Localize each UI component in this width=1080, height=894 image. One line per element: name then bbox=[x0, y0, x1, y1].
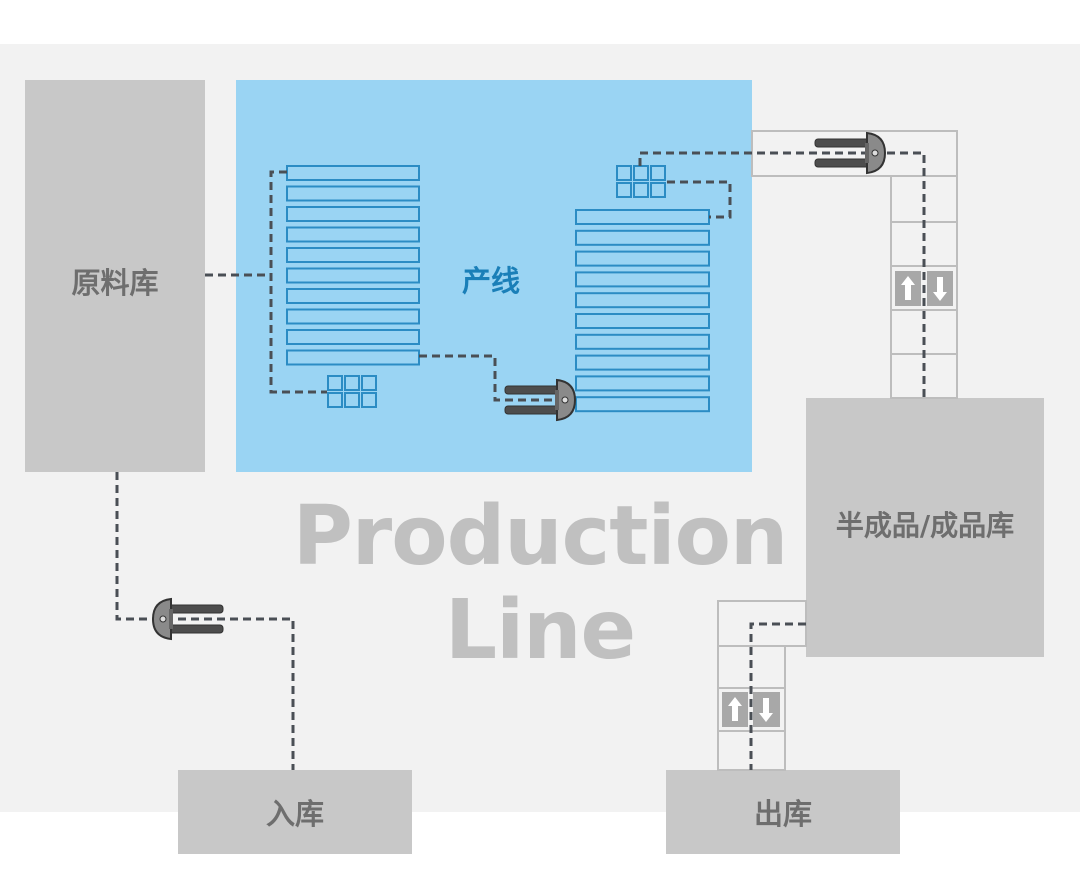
path-finished-to-outbound bbox=[749, 622, 806, 770]
production-line-title: Production Line bbox=[270, 490, 810, 678]
rack-shelf bbox=[286, 329, 420, 345]
title-line-2: Line bbox=[444, 583, 636, 678]
forklift-mast bbox=[865, 143, 869, 163]
production-line-area[interactable] bbox=[236, 80, 752, 472]
lift-top-right[interactable] bbox=[895, 271, 953, 306]
forklift-mast bbox=[169, 609, 173, 629]
inbound-dock[interactable]: 入库 bbox=[178, 770, 412, 854]
buffer-grid-left bbox=[327, 375, 377, 408]
fork-tine bbox=[168, 624, 224, 634]
forklift-hub bbox=[871, 149, 879, 157]
rack-shelf bbox=[286, 267, 420, 284]
rack-shelf bbox=[575, 209, 710, 225]
rack-shelf bbox=[575, 333, 710, 350]
path-raw-to-inbound bbox=[115, 472, 295, 770]
buffer-cell bbox=[633, 165, 649, 181]
agv-paths bbox=[115, 151, 926, 770]
buffer-cell bbox=[361, 392, 377, 408]
production-line-label: 产线 bbox=[462, 264, 521, 298]
lift-bottom[interactable] bbox=[722, 692, 780, 727]
rack-shelf bbox=[286, 349, 420, 366]
forklift-agv-icon[interactable] bbox=[504, 378, 577, 422]
buffer-cell bbox=[361, 375, 377, 391]
rack-shelf bbox=[575, 354, 710, 371]
rack-shelf bbox=[286, 247, 420, 263]
finished-goods-label: 半成品/成品库 bbox=[835, 509, 1015, 542]
rack-left bbox=[286, 165, 420, 366]
fork-tine bbox=[814, 158, 870, 168]
raw-material-label: 原料库 bbox=[71, 266, 159, 300]
rack-shelf bbox=[575, 313, 710, 329]
raw-material-warehouse[interactable]: 原料库 bbox=[25, 80, 205, 472]
forklift-mast bbox=[555, 390, 559, 410]
rack-shelf bbox=[286, 185, 420, 202]
title-line-1: Production bbox=[292, 489, 789, 584]
arrow-up-icon bbox=[901, 276, 915, 300]
buffer-cell bbox=[344, 375, 360, 391]
outbound-dock[interactable]: 出库 bbox=[666, 770, 900, 854]
forklift-hub bbox=[159, 615, 167, 623]
rack-shelf bbox=[286, 288, 420, 304]
inbound-label: 入库 bbox=[265, 797, 324, 831]
buffer-cell bbox=[327, 375, 343, 391]
path-grid-to-right-rack bbox=[667, 180, 732, 219]
buffer-cell bbox=[650, 165, 666, 181]
arrow-up-icon bbox=[728, 697, 742, 721]
rack-shelf bbox=[286, 165, 420, 181]
rack-shelf bbox=[575, 292, 710, 309]
rack-shelf bbox=[575, 250, 710, 267]
buffer-grid-right bbox=[616, 165, 666, 198]
forklift-agv-icon[interactable] bbox=[814, 131, 887, 175]
forklift-hub bbox=[561, 396, 569, 404]
rack-shelf bbox=[575, 375, 710, 392]
buffer-cell bbox=[327, 392, 343, 408]
rack-shelf bbox=[575, 396, 710, 413]
fork-tine bbox=[504, 405, 560, 415]
rack-shelf bbox=[575, 271, 710, 288]
finished-goods-warehouse[interactable]: 半成品/成品库 bbox=[806, 398, 1044, 657]
fork-tine bbox=[504, 385, 560, 395]
rack-shelf bbox=[286, 308, 420, 325]
rack-right bbox=[575, 209, 710, 413]
buffer-cell bbox=[650, 182, 666, 198]
buffer-cell bbox=[633, 182, 649, 198]
outbound-label: 出库 bbox=[753, 797, 812, 831]
path-grid-to-conveyor bbox=[638, 151, 926, 398]
rack-shelf bbox=[286, 226, 420, 243]
buffer-cell bbox=[616, 182, 632, 198]
conveyor-bottom bbox=[717, 600, 807, 771]
path-left-rack-to-agv bbox=[419, 354, 560, 402]
buffer-cell bbox=[616, 165, 632, 181]
conveyor-top-right bbox=[751, 130, 958, 399]
forklifts bbox=[151, 131, 887, 641]
forklift-agv-icon[interactable] bbox=[151, 597, 224, 641]
fork-tine bbox=[814, 138, 870, 148]
path-left-rack-loop bbox=[269, 170, 327, 394]
rack-shelf bbox=[575, 229, 710, 246]
buffer-cell bbox=[344, 392, 360, 408]
rack-shelf bbox=[286, 206, 420, 222]
fork-tine bbox=[168, 604, 224, 614]
arrow-down-icon bbox=[933, 277, 947, 301]
arrow-down-icon bbox=[759, 698, 773, 722]
